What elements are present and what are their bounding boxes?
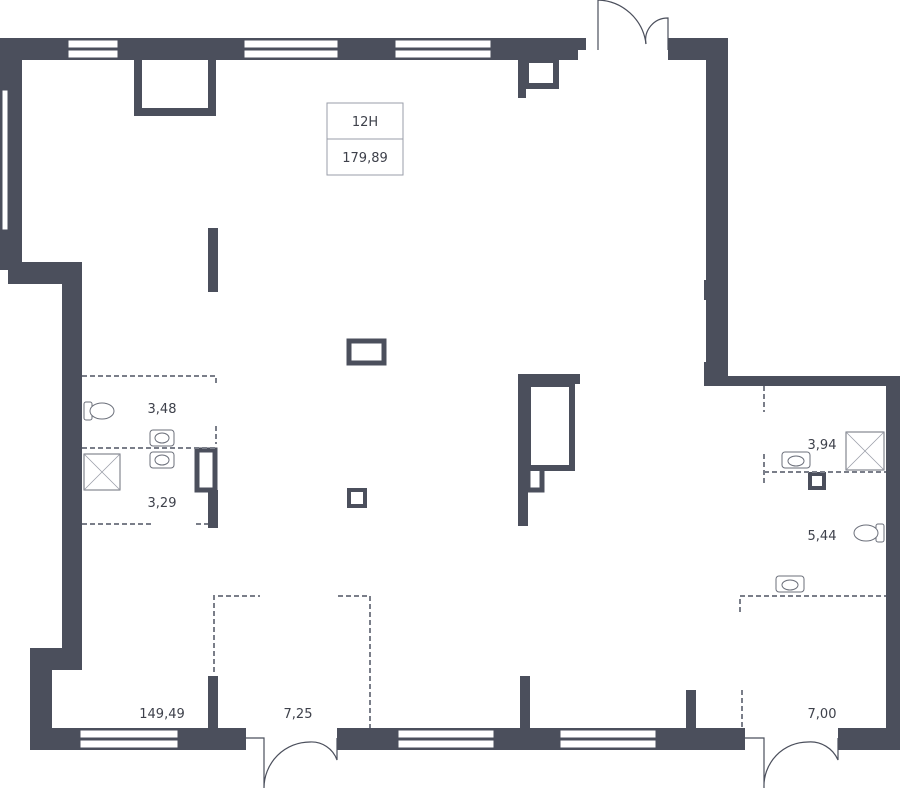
area-label-bath-2: 3,29 <box>148 496 177 511</box>
area-label-main-hall: 149,49 <box>139 707 185 722</box>
unit-number: 12Н <box>352 115 378 130</box>
interior-structures <box>134 57 860 730</box>
shower-icon <box>83 453 121 491</box>
area-label-vestibule-right: 7,00 <box>808 707 837 722</box>
room-labels: 3,48 3,29 149,49 7,25 3,94 5,44 7,00 <box>139 402 836 722</box>
partitions <box>82 375 886 728</box>
toilet-icon <box>853 523 885 543</box>
windows <box>1 39 657 749</box>
area-label-bath-1: 3,48 <box>148 402 177 417</box>
area-label-vestibule-left: 7,25 <box>284 707 313 722</box>
sink-icon <box>775 575 805 593</box>
sink-icon <box>781 451 811 469</box>
sink-icon <box>149 429 175 447</box>
fixtures <box>83 401 885 593</box>
area-label-bath-right-bottom: 5,44 <box>808 529 837 544</box>
sink-icon <box>149 451 175 469</box>
toilet-icon <box>83 401 115 421</box>
area-label-bath-right-top: 3,94 <box>808 438 837 453</box>
unit-tag: 12Н 179,89 <box>326 102 404 176</box>
shower-icon <box>845 431 885 471</box>
unit-total-area: 179,89 <box>342 151 388 166</box>
